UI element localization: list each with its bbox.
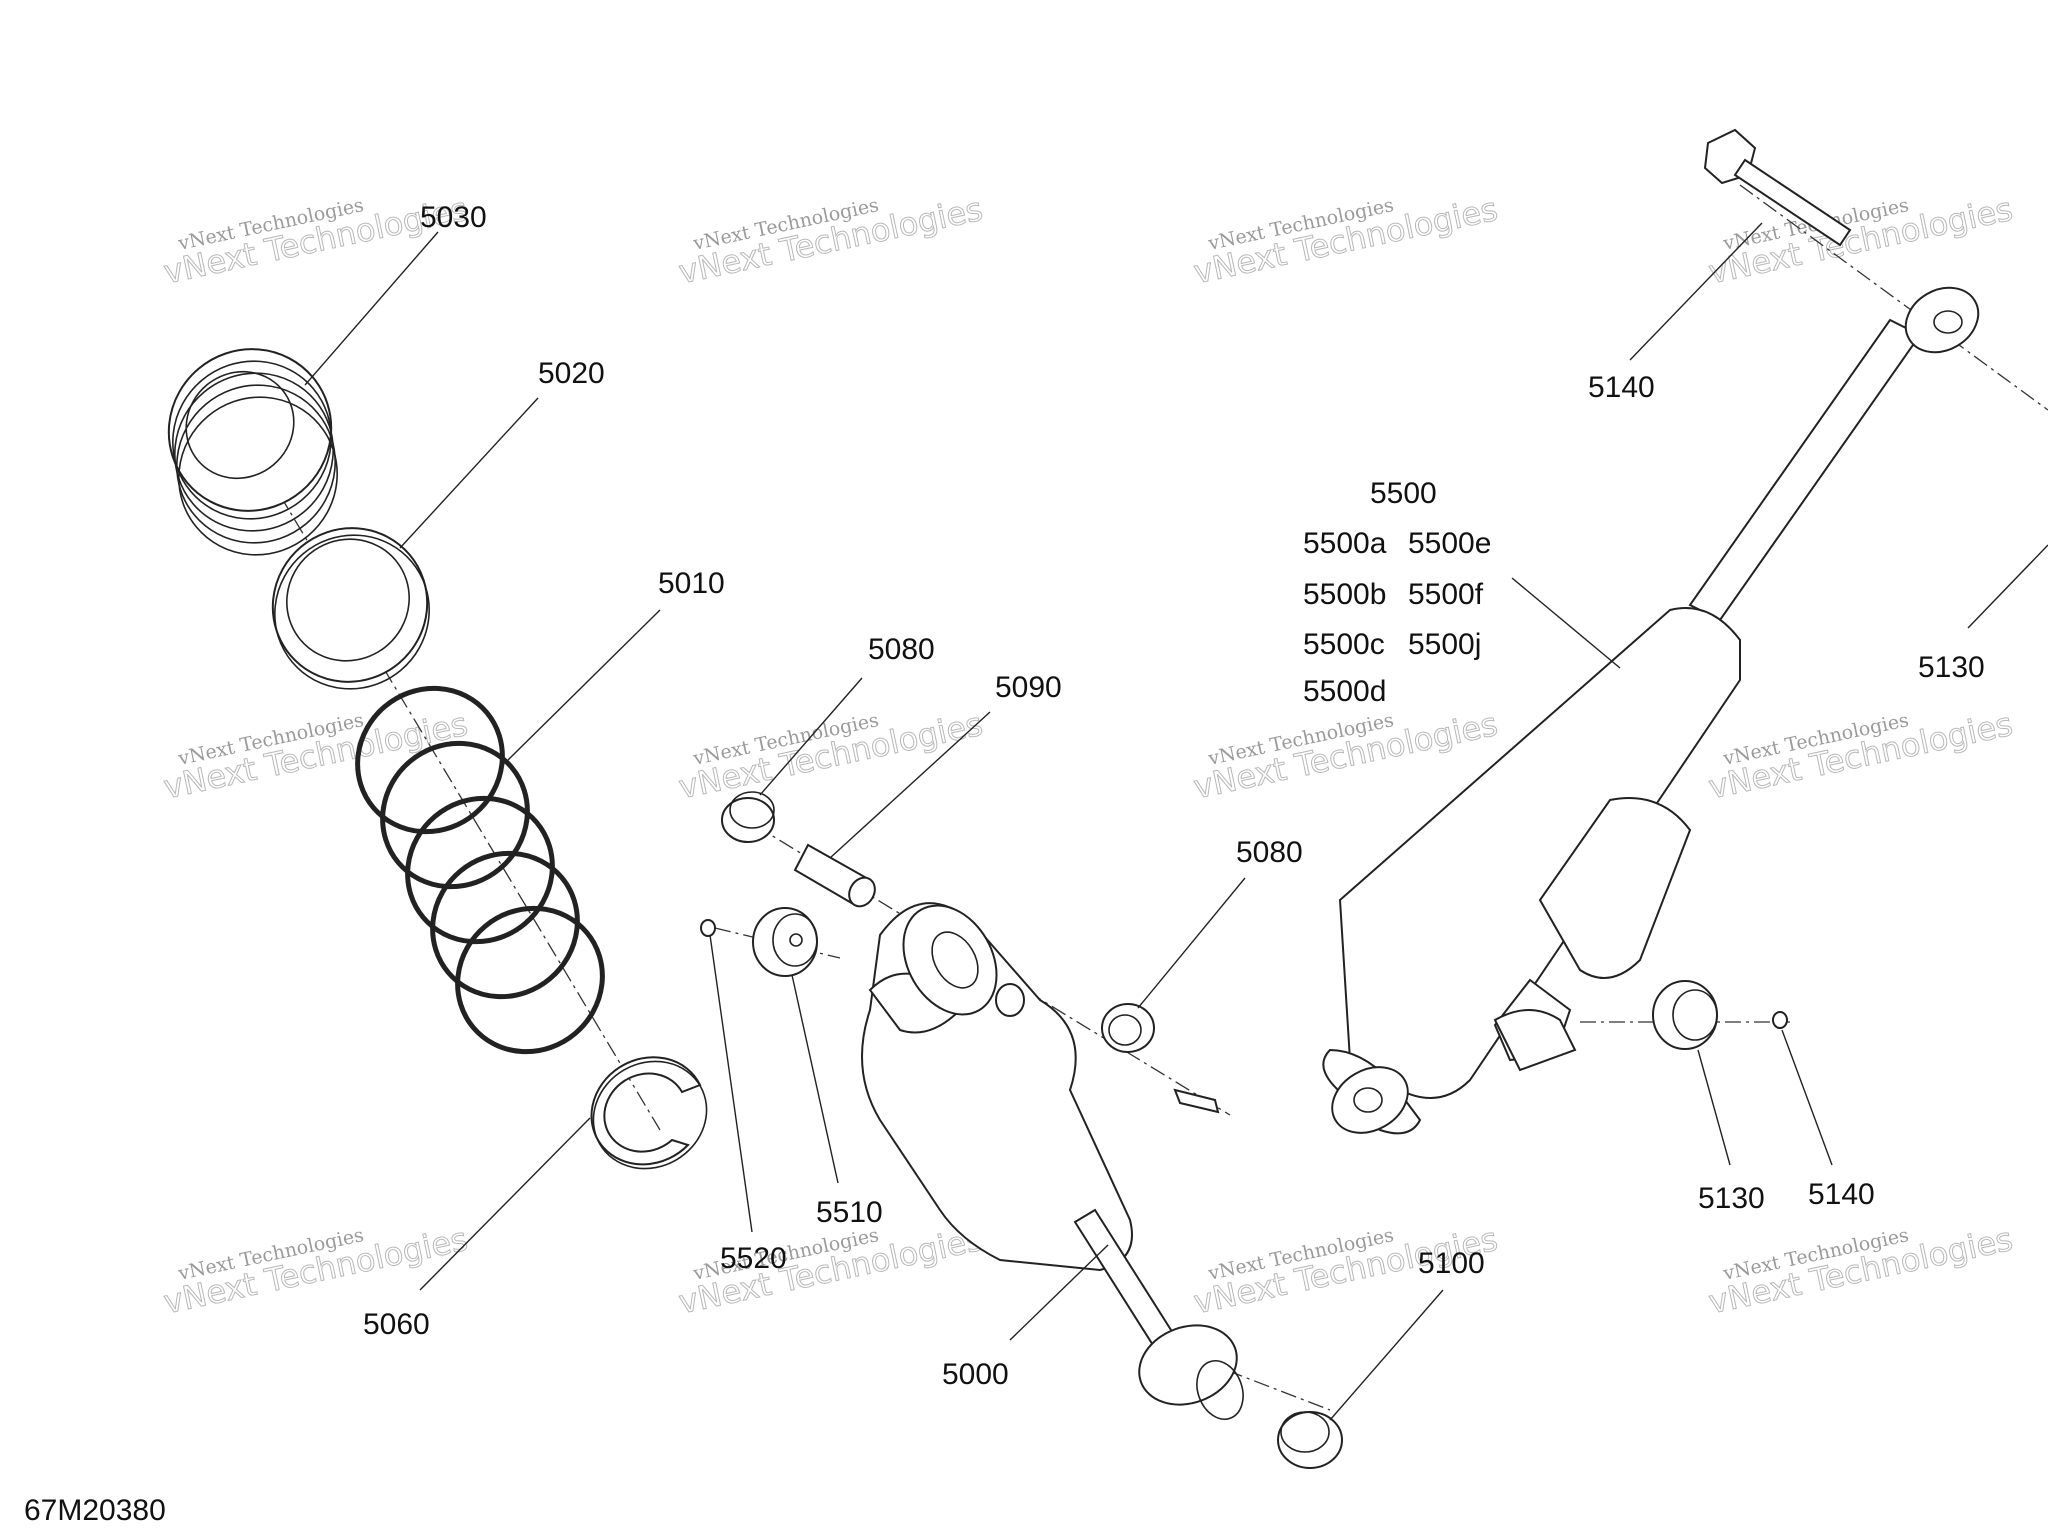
part-5030-collar — [167, 348, 338, 556]
callout-5520: 5520 — [720, 1242, 787, 1275]
leader-5080b — [1137, 877, 1246, 1009]
watermark: vNext Technologies vNext Technologies — [160, 1219, 471, 1321]
callout-5500j: 5500j — [1408, 628, 1481, 661]
callout-5500c: 5500c — [1303, 628, 1385, 661]
callout-5010: 5010 — [658, 567, 725, 600]
callout-5000: 5000 — [942, 1358, 1009, 1391]
callout-5140-lower: 5140 — [1808, 1178, 1875, 1211]
part-5140-screw — [1772, 1011, 1788, 1029]
callout-5130-right: 5130 — [1918, 651, 1985, 684]
callout-5140-top: 5140 — [1588, 371, 1655, 404]
part-5080-bushing-left — [721, 791, 775, 843]
callout-5060: 5060 — [363, 1308, 430, 1341]
leader-5140b — [1781, 1029, 1833, 1166]
part-5510-knob — [752, 907, 818, 977]
leader-5010 — [507, 609, 661, 761]
callout-5030: 5030 — [420, 201, 487, 234]
leader-5130a — [1967, 544, 2048, 629]
leader-5130b — [1697, 1049, 1731, 1166]
leader-5060 — [419, 1117, 591, 1291]
part-5140-bolt — [1703, 128, 1852, 247]
part-5100-bushing — [1277, 1411, 1343, 1469]
callout-5500b: 5500b — [1303, 578, 1386, 611]
part-5500-shock-assembly — [1322, 286, 1980, 1135]
assembly-axes — [234, 184, 2048, 1411]
callout-5090: 5090 — [995, 671, 1062, 704]
leader-5520 — [709, 934, 753, 1233]
part-5520-screw — [700, 919, 716, 937]
callout-5500: 5500 — [1370, 477, 1437, 510]
callout-5020: 5020 — [538, 357, 605, 390]
part-5130-knob — [1652, 980, 1718, 1050]
callout-5080-right: 5080 — [1236, 836, 1303, 869]
part-5060-retainer — [590, 1056, 708, 1170]
watermark: vNext Technologies vNext Technologies — [1705, 1219, 2016, 1321]
watermark: vNext Technologies vNext Technologies — [675, 189, 986, 291]
leader-5020 — [399, 397, 539, 549]
callout-5130-lower: 5130 — [1698, 1182, 1765, 1215]
leader-5030 — [304, 231, 439, 386]
leader-5080a — [759, 677, 863, 796]
leader-5510 — [791, 974, 839, 1184]
part-5000-shock — [861, 902, 1244, 1420]
part-5010-spring — [355, 685, 605, 1055]
watermark: vNext Technologies vNext Technologies — [1190, 189, 1501, 291]
callout-5510: 5510 — [816, 1196, 883, 1229]
callout-5500e: 5500e — [1408, 527, 1491, 560]
watermark: vNext Technologies vNext Technologies — [1705, 704, 2016, 806]
callout-5500d: 5500d — [1303, 675, 1386, 708]
drawing-id: 67M20380 — [24, 1494, 166, 1527]
watermark: vNext Technologies vNext Technologies — [160, 704, 471, 806]
callout-5080-left: 5080 — [868, 633, 935, 666]
callout-labels: 5030 5020 5010 5060 5080 5090 5080 5510 … — [363, 201, 1985, 1391]
part-5080-bushing-right — [1101, 1003, 1155, 1053]
leader-5500 — [1511, 577, 1621, 669]
leader-lines — [304, 222, 2048, 1421]
bolt-axis — [1739, 184, 2048, 411]
leader-5000 — [1009, 1244, 1109, 1341]
part-5090-sleeve — [793, 843, 876, 908]
leader-5140a — [1629, 222, 1763, 361]
leader-5090 — [829, 711, 991, 859]
callout-5100: 5100 — [1418, 1247, 1485, 1280]
part-5020-seat — [271, 527, 430, 690]
leader-5100 — [1329, 1289, 1444, 1421]
watermark: vNext Technologies vNext Technologies — [675, 704, 986, 806]
callout-5500f: 5500f — [1408, 578, 1484, 611]
callout-5500a: 5500a — [1303, 527, 1387, 560]
